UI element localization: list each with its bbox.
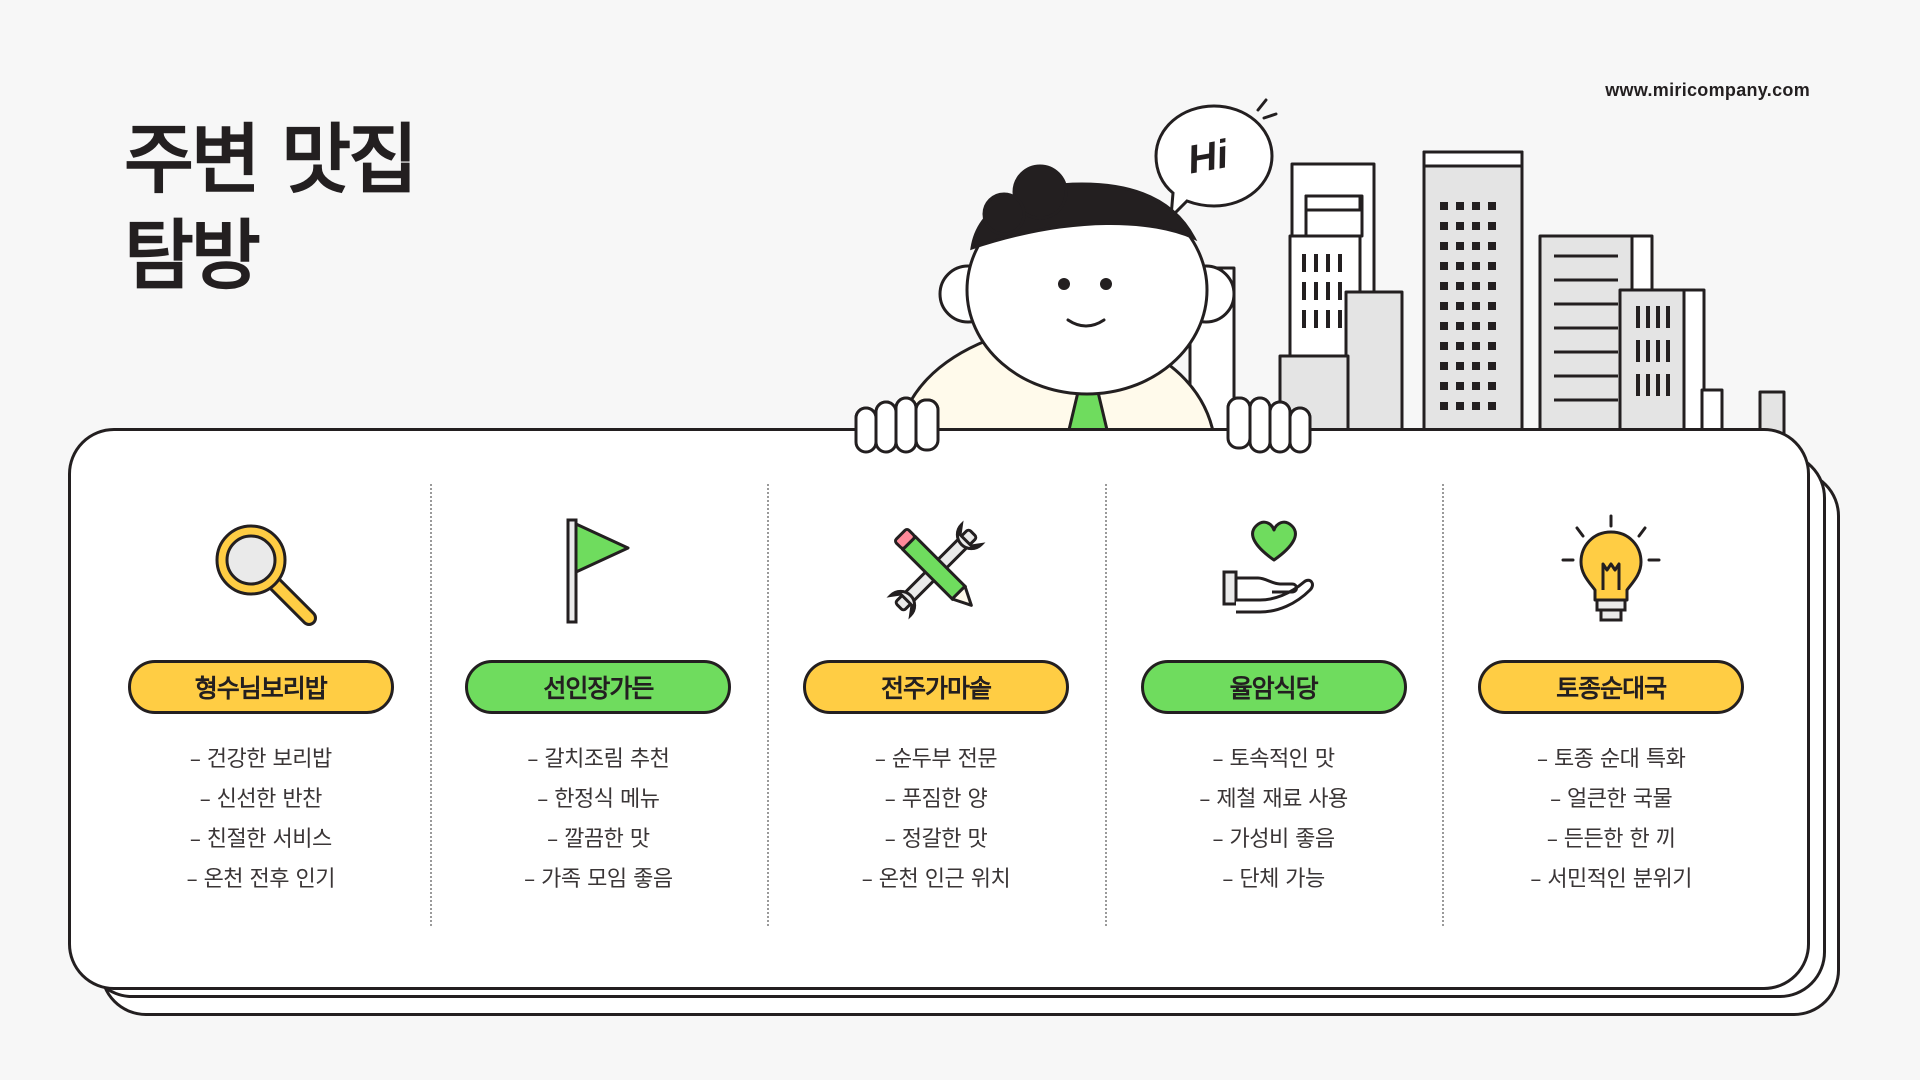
restaurant-column: 선인장가든 – 갈치조림 추천 – 한정식 메뉴 – 깔끔한 맛 – 가족 모임… [429, 428, 768, 984]
pencil-wrench-icon [876, 510, 996, 630]
restaurant-name: 전주가마솥 [802, 660, 1069, 714]
restaurant-column: 토종순대국 – 토종 순대 특화 – 얼큰한 국물 – 든든한 한 끼 – 서민… [1442, 428, 1780, 984]
list-item: – 신선한 반찬 [199, 787, 323, 812]
restaurant-name: 토종순대국 [1478, 660, 1745, 714]
feature-list: – 토속적인 맛 – 제철 재료 사용 – 가성비 좋음 – 단체 가능 [1199, 740, 1348, 900]
list-item: – 가족 모임 좋음 [524, 867, 673, 892]
speech-bubble-text: Hi [1184, 132, 1232, 182]
list-item: – 토종 순대 특화 [1536, 747, 1686, 772]
page-title-line1: 주변 맛집 [124, 115, 418, 204]
site-url[interactable]: www.miricompany.com [1605, 80, 1810, 100]
feature-list: – 건강한 보리밥 – 신선한 반찬 – 친절한 서비스 – 온천 전후 인기 [186, 740, 336, 900]
feature-list: – 순두부 전문 – 푸짐한 양 – 정갈한 맛 – 온천 인근 위치 [861, 740, 1011, 900]
restaurant-columns: 형수님보리밥 – 건강한 보리밥 – 신선한 반찬 – 친절한 서비스 – 온천… [68, 428, 1804, 984]
flag-icon [538, 510, 658, 630]
list-item: – 온천 인근 위치 [861, 867, 1011, 892]
page-title: 주변 맛집 탐방 [124, 112, 418, 304]
list-item: – 가성비 좋음 [1212, 827, 1335, 852]
list-item: – 깔끔한 맛 [547, 827, 650, 852]
feature-list: – 갈치조림 추천 – 한정식 메뉴 – 깔끔한 맛 – 가족 모임 좋음 [524, 740, 673, 900]
list-item: – 정갈한 맛 [884, 827, 988, 852]
lightbulb-icon [1551, 510, 1671, 630]
list-item: – 친절한 서비스 [189, 827, 332, 852]
list-item: – 온천 전후 인기 [186, 867, 336, 892]
restaurant-column: 형수님보리밥 – 건강한 보리밥 – 신선한 반찬 – 친절한 서비스 – 온천… [92, 428, 430, 984]
feature-list: – 토종 순대 특화 – 얼큰한 국물 – 든든한 한 끼 – 서민적인 분위기 [1530, 740, 1692, 900]
list-item: – 든든한 한 끼 [1546, 827, 1676, 852]
page-title-line2: 탐방 [124, 211, 261, 300]
restaurant-name: 형수님보리밥 [127, 660, 394, 714]
restaurant-column: 율암식당 – 토속적인 맛 – 제철 재료 사용 – 가성비 좋음 – 단체 가… [1104, 428, 1443, 984]
restaurant-name: 선인장가든 [465, 660, 732, 714]
list-item: – 서민적인 분위기 [1530, 867, 1692, 892]
list-item: – 토속적인 맛 [1212, 747, 1335, 772]
list-item: – 갈치조림 추천 [527, 747, 670, 772]
restaurant-name: 율암식당 [1140, 660, 1407, 714]
heart-hand-icon [1214, 510, 1334, 630]
list-item: – 건강한 보리밥 [189, 747, 332, 772]
list-item: – 단체 가능 [1222, 867, 1325, 892]
list-item: – 한정식 메뉴 [537, 787, 660, 812]
list-item: – 순두부 전문 [874, 747, 998, 772]
list-item: – 제철 재료 사용 [1199, 787, 1348, 812]
list-item: – 푸짐한 양 [884, 787, 988, 812]
list-item: – 얼큰한 국물 [1550, 787, 1673, 812]
restaurant-column: 전주가마솥 – 순두부 전문 – 푸짐한 양 – 정갈한 맛 – 온천 인근 위… [767, 428, 1105, 984]
magnifier-icon [201, 510, 321, 630]
